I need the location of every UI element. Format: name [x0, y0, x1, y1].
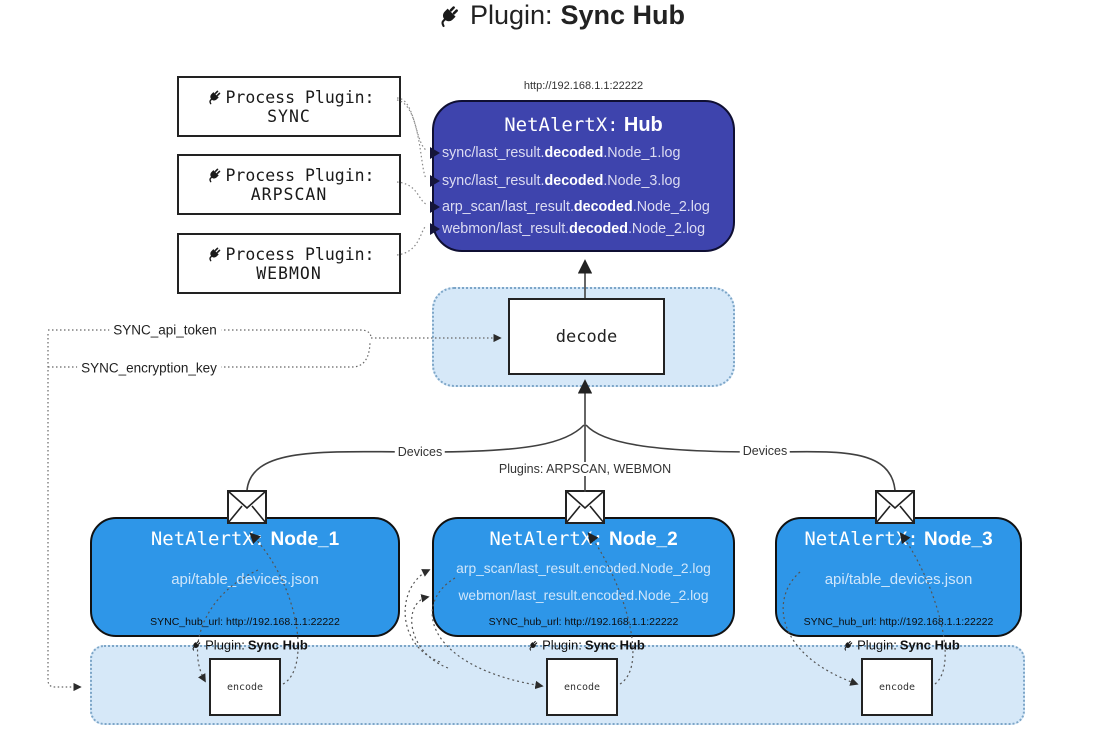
process-plugin-label: Process Plugin:: [225, 244, 375, 264]
encode-box-2: encode: [546, 658, 618, 716]
decode-box: decode: [508, 298, 665, 375]
node-file: arp_scan/last_result.encoded.Node_2.log: [456, 561, 711, 576]
edge-label-plugins: Plugins: ARPSCAN, WEBMON: [495, 462, 675, 476]
node-file: api/table_devices.json: [171, 571, 319, 588]
process-plugin-arpscan: Process Plugin: ARPSCAN: [177, 154, 401, 215]
hub-file-row: sync/last_result.decoded.Node_3.log: [430, 170, 680, 192]
sync-encryption-key-label: SYNC_encryption_key: [77, 360, 221, 376]
arrowhead-icon: [430, 223, 440, 235]
hub-title-prefix: NetAlertX:: [504, 114, 619, 136]
plug-icon: [441, 5, 458, 27]
arrowhead-icon: [430, 147, 440, 159]
node-file: webmon/last_result.encoded.Node_2.log: [458, 588, 709, 603]
hub-title: NetAlertX: Hub: [434, 114, 733, 137]
node-title: NetAlertX: Node_3: [804, 528, 993, 550]
edge-label-devices-right: Devices: [739, 444, 791, 458]
plug-icon: [209, 247, 221, 262]
title-prefix: Plugin:: [469, 0, 553, 30]
plug-icon: [209, 90, 221, 105]
hub-box: NetAlertX: Hub sync/last_result.decoded.…: [430, 100, 735, 252]
encode-box-3: encode: [861, 658, 933, 716]
encoder-plugin-label-1: Plugin:Sync Hub: [188, 638, 308, 653]
hub-file-row: arp_scan/last_result.decoded.Node_2.log: [430, 196, 710, 218]
process-plugin-label: Process Plugin:: [225, 87, 375, 107]
envelope-icon: [875, 490, 915, 524]
process-plugin-webmon: Process Plugin: WEBMON: [177, 233, 401, 294]
node-1-box: NetAlertX: Node_1 api/table_devices.json…: [90, 517, 400, 637]
process-plugin-name: WEBMON: [256, 264, 322, 283]
process-plugin-name: SYNC: [267, 107, 311, 126]
plug-icon: [529, 640, 538, 651]
hub-file-row: webmon/last_result.decoded.Node_2.log: [430, 218, 705, 240]
arrowhead-icon: [430, 201, 440, 213]
hub-title-name: Hub: [623, 114, 663, 136]
node-footer: SYNC_hub_url: http://192.168.1.1:22222: [488, 616, 679, 628]
title-name: Sync Hub: [560, 0, 686, 30]
plug-icon: [209, 168, 221, 183]
hub-url: http://192.168.1.1:22222: [523, 80, 644, 92]
process-plugin-label: Process Plugin:: [225, 165, 375, 185]
process-plugin-sync: Process Plugin: SYNC: [177, 76, 401, 137]
encode-box-1: encode: [209, 658, 281, 716]
node-title: NetAlertX: Node_2: [489, 528, 678, 550]
node-3-box: NetAlertX: Node_3 api/table_devices.json…: [775, 517, 1022, 637]
encoder-plugin-label-3: Plugin:Sync Hub: [840, 638, 960, 653]
arrowhead-icon: [430, 175, 440, 187]
node-file: api/table_devices.json: [824, 571, 973, 588]
node-footer: SYNC_hub_url: http://192.168.1.1:22222: [803, 616, 994, 628]
plug-icon: [844, 640, 853, 651]
edge-label-devices-left: Devices: [394, 445, 446, 459]
process-plugin-name: ARPSCAN: [250, 185, 328, 204]
sync-api-token-label: SYNC_api_token: [109, 322, 221, 338]
node-title: NetAlertX: Node_1: [150, 528, 340, 550]
hub-file-row: sync/last_result.decoded.Node_1.log: [430, 142, 680, 164]
node-2-box: NetAlertX: Node_2 arp_scan/last_result.e…: [432, 517, 735, 637]
node-footer: SYNC_hub_url: http://192.168.1.1:22222: [150, 616, 340, 628]
page-title: Plugin: Sync Hub: [0, 0, 1117, 31]
encoder-plugin-label-2: Plugin:Sync Hub: [525, 638, 645, 653]
envelope-icon: [565, 490, 605, 524]
plug-icon: [192, 640, 201, 651]
envelope-icon: [227, 490, 267, 524]
